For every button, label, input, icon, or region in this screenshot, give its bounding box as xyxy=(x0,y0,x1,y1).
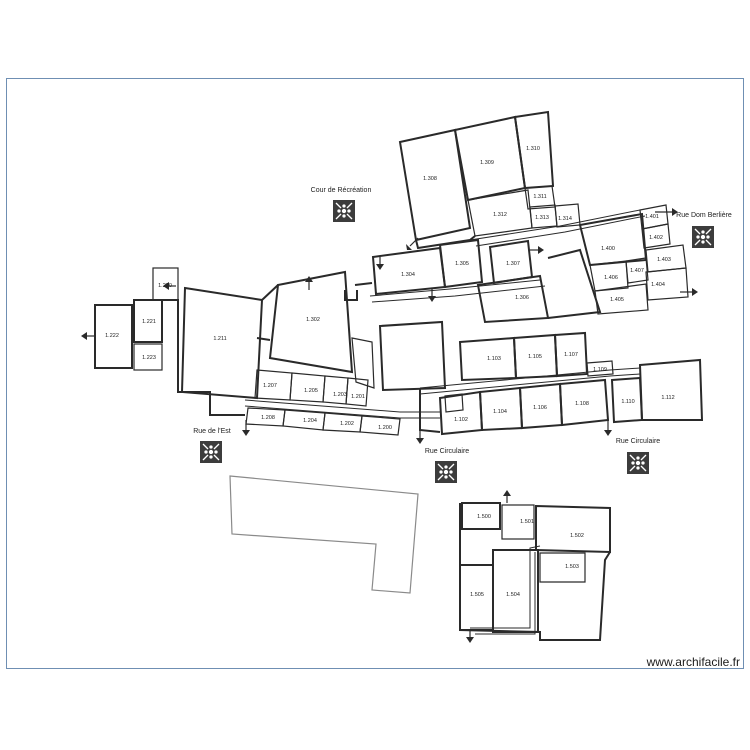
room-1.211 xyxy=(180,286,264,400)
room-label: 1.104 xyxy=(493,409,507,415)
room-label: 1.221 xyxy=(142,319,156,325)
room-label: 1.208 xyxy=(261,415,275,421)
room-label: 1.404 xyxy=(651,282,665,288)
room-1.107 xyxy=(553,331,589,378)
room-1.500 xyxy=(461,502,501,530)
wing-300-top xyxy=(398,110,646,250)
wing-500 xyxy=(459,502,611,641)
room-label: 1.401 xyxy=(645,214,659,220)
label-rue-circulaire-right: Rue Circulaire xyxy=(615,438,661,445)
room-label: 1.223 xyxy=(142,355,156,361)
room-1.504 xyxy=(492,549,539,633)
room-label: 1.504 xyxy=(506,592,520,598)
room-label: 1.502 xyxy=(570,533,584,539)
room-1.310 xyxy=(513,110,555,190)
room-1.112 xyxy=(638,358,704,421)
room-1.503 xyxy=(539,552,586,583)
room-label: 1.402 xyxy=(649,235,663,241)
room-label: 1.102 xyxy=(454,417,468,423)
room-1.405 xyxy=(594,283,649,315)
room-1.400 xyxy=(578,212,648,267)
future-building-outline xyxy=(229,475,419,594)
room-1.201 xyxy=(345,377,369,407)
assembly-point-icon xyxy=(200,441,222,463)
room-label: 1.222 xyxy=(105,333,119,339)
room-label: 1.304 xyxy=(401,272,415,278)
room-label: 1.501 xyxy=(520,519,534,525)
room-label: 1.313 xyxy=(535,215,549,221)
room-label: 1.505 xyxy=(470,592,484,598)
room-label: 1.203 xyxy=(333,392,347,398)
room-1.407 xyxy=(625,257,649,284)
room-label: 1.220 xyxy=(158,283,172,289)
room-label: 1.308 xyxy=(423,176,437,182)
assembly-point-icon xyxy=(692,226,714,248)
label-rue-circulaire-center: Rue Circulaire xyxy=(424,448,470,455)
room-1.305 xyxy=(438,238,484,289)
room-label: 1.307 xyxy=(506,261,520,267)
room-label: 1.407 xyxy=(630,268,644,274)
room-label: 1.406 xyxy=(604,275,618,281)
room-1.221 xyxy=(133,299,163,343)
exit-arrows xyxy=(81,208,698,643)
assembly-point-icon xyxy=(333,200,355,222)
room-label: 1.306 xyxy=(515,295,529,301)
room-label: 1.105 xyxy=(528,354,542,360)
room-labels: 1.308 1.309 1.310 1.311 1.312 1.313 1.31… xyxy=(105,146,675,598)
room-label: 1.503 xyxy=(565,564,579,570)
room-label: 1.500 xyxy=(477,514,491,520)
room-label: 1.200 xyxy=(378,425,392,431)
room-1.223 xyxy=(133,343,163,371)
room-label: 1.110 xyxy=(621,399,634,405)
wing-300-middle xyxy=(344,238,550,324)
room-1.309 xyxy=(453,115,527,202)
room-label: 1.302 xyxy=(306,317,320,323)
room-1.402 xyxy=(641,223,671,249)
room-label: 1.109 xyxy=(593,367,607,373)
room-label: 1.103 xyxy=(487,356,501,362)
room-label: 1.202 xyxy=(340,421,354,427)
room-label: 1.314 xyxy=(558,216,572,222)
room-label: 1.405 xyxy=(610,297,624,303)
room-label: 1.310 xyxy=(526,146,540,152)
room-1.308 xyxy=(398,128,472,242)
room-label: 1.309 xyxy=(480,160,494,166)
room-label: 1.400 xyxy=(601,246,615,252)
label-cour-recreation: Cour de Récréation xyxy=(310,187,372,194)
watermark: www.archifacile.fr xyxy=(646,655,740,669)
room-label: 1.211 xyxy=(213,336,226,342)
assembly-point-icon xyxy=(435,461,457,483)
room-label: 1.112 xyxy=(661,395,674,401)
room-1.501 xyxy=(501,504,535,540)
room-1.102 xyxy=(438,390,484,436)
room-1.406 xyxy=(589,260,629,292)
room-label: 1.108 xyxy=(575,401,589,407)
room-label: 1.403 xyxy=(657,257,671,263)
assembly-point-icon xyxy=(627,452,649,474)
courtyard-block xyxy=(378,320,447,392)
wing-400 xyxy=(547,204,689,319)
room-label: 1.207 xyxy=(263,383,277,389)
room-1.203 xyxy=(322,375,349,405)
room-label: 1.205 xyxy=(304,388,318,394)
room-label: 1.312 xyxy=(493,212,507,218)
room-1.200 xyxy=(359,415,401,436)
room-1.404 xyxy=(645,267,689,301)
room-1.502 xyxy=(535,504,611,554)
room-1.302 xyxy=(268,270,354,374)
label-rue-dom-berliere: Rue Dom Berlière xyxy=(676,212,732,219)
room-label: 1.106 xyxy=(533,405,547,411)
wing-200-south xyxy=(244,369,440,436)
room-label: 1.305 xyxy=(455,261,469,267)
room-1.304 xyxy=(371,246,447,296)
room-label: 1.107 xyxy=(564,352,578,358)
plan-frame xyxy=(6,78,744,669)
room-label: 1.201 xyxy=(351,394,365,400)
room-label: 1.311 xyxy=(533,194,546,200)
label-rue-est: Rue de l'Est xyxy=(193,428,231,435)
room-label: 1.204 xyxy=(303,418,317,424)
